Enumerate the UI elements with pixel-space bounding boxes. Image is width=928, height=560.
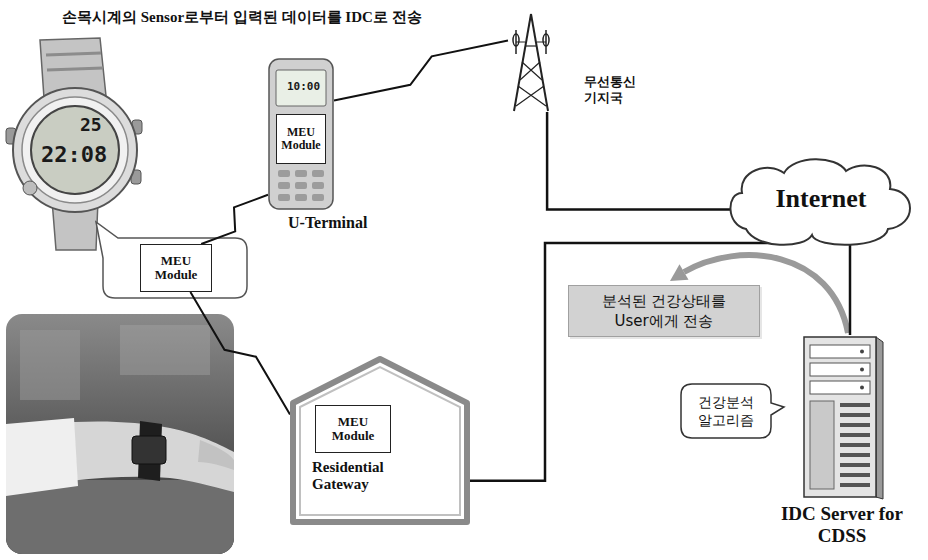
internet-cloud: Internet bbox=[730, 155, 912, 243]
base-station: 무선통신 기지국 bbox=[508, 10, 554, 112]
node-text: U-Terminal bbox=[288, 214, 367, 232]
radio-tower bbox=[537, 42, 546, 43]
watch-time: 22:08 bbox=[41, 142, 107, 167]
module-box: MEU Module bbox=[140, 244, 212, 292]
module-box: MEU Module bbox=[276, 114, 326, 164]
server-illustration bbox=[840, 453, 870, 457]
node-text: 무선통신 기지국 bbox=[584, 74, 641, 105]
phone-illustration bbox=[295, 170, 307, 177]
server-illustration bbox=[804, 337, 876, 497]
server-illustration bbox=[840, 423, 870, 427]
house-outline bbox=[300, 367, 460, 515]
watch-date: 25 bbox=[80, 114, 102, 135]
wireless-link bbox=[201, 195, 268, 244]
phone-illustration bbox=[278, 194, 290, 201]
server-illustration bbox=[840, 483, 870, 487]
speech-bubble bbox=[680, 383, 772, 439]
phone-illustration bbox=[276, 70, 326, 106]
server-illustration bbox=[800, 335, 884, 500]
residence-house: Residential Gateway MEU Module bbox=[290, 355, 470, 525]
idc-server: IDC Server for CDSS bbox=[800, 335, 884, 500]
node-text: 분석된 건강상태를 User에게 전송 bbox=[575, 291, 753, 332]
phone-illustration bbox=[278, 170, 290, 177]
radio-tower bbox=[522, 62, 542, 80]
node-text: Residential Gateway bbox=[312, 459, 437, 494]
module-box: MEU Module bbox=[315, 405, 391, 453]
server-illustration bbox=[860, 386, 864, 390]
phone-illustration bbox=[295, 194, 307, 201]
phone-illustration bbox=[295, 182, 307, 189]
radio-tower bbox=[513, 34, 519, 46]
wristwatch bbox=[47, 68, 103, 70]
server-illustration bbox=[840, 403, 870, 407]
server-illustration bbox=[860, 368, 864, 372]
house-outline bbox=[293, 359, 467, 522]
wired-link bbox=[547, 112, 730, 210]
wristwatch bbox=[31, 106, 119, 194]
server-illustration bbox=[840, 433, 870, 437]
server-illustration bbox=[840, 443, 870, 447]
speech-bubble bbox=[681, 384, 784, 438]
server-illustration bbox=[876, 337, 883, 499]
radio-tower bbox=[508, 10, 554, 112]
wrist-photo bbox=[120, 325, 210, 375]
phone-illustration bbox=[312, 170, 324, 177]
server-illustration bbox=[810, 381, 870, 394]
return-arrow bbox=[670, 264, 689, 281]
server-illustration bbox=[840, 463, 870, 467]
wireless-link bbox=[334, 41, 508, 101]
wrist-photo bbox=[6, 314, 234, 554]
phone-illustration bbox=[269, 59, 333, 209]
phone-clock: 10:00 bbox=[287, 80, 320, 93]
server-illustration bbox=[840, 473, 870, 477]
server-illustration bbox=[840, 413, 870, 417]
phone-illustration bbox=[312, 182, 324, 189]
node-text: MEU Module bbox=[143, 254, 209, 283]
wired-link bbox=[849, 243, 852, 335]
node-text: MEU Module bbox=[279, 126, 323, 152]
wrist-photo bbox=[20, 330, 80, 400]
callout-bubble bbox=[96, 222, 247, 298]
radio-tower bbox=[520, 62, 540, 80]
server-illustration bbox=[810, 363, 870, 376]
server-illustration bbox=[810, 345, 870, 358]
radio-tower bbox=[543, 34, 549, 46]
radio-tower bbox=[516, 86, 544, 106]
wristwatch bbox=[13, 88, 137, 212]
wrist-photo bbox=[132, 436, 166, 464]
result-box: 분석된 건강상태를 User에게 전송 bbox=[568, 285, 760, 337]
server-illustration bbox=[860, 350, 864, 354]
radio-tower bbox=[516, 42, 525, 43]
wired-link bbox=[470, 243, 780, 481]
diagram-title: 손목시계의 Sensor로부터 입력된 데이터를 IDC로 전송 bbox=[62, 8, 422, 27]
wristwatch bbox=[22, 97, 128, 203]
node-text: IDC Server for CDSS bbox=[778, 503, 906, 547]
node-text: 건강분석 알고리즘 bbox=[686, 393, 766, 429]
wrist-photo bbox=[6, 418, 78, 496]
wristwatch bbox=[46, 53, 101, 55]
wristwatch bbox=[6, 38, 142, 250]
radio-tower bbox=[525, 45, 537, 46]
phone-illustration bbox=[312, 194, 324, 201]
radio-tower bbox=[518, 86, 546, 106]
wrist-photo bbox=[198, 440, 234, 470]
node-text: Internet bbox=[776, 184, 867, 214]
cloud-outline bbox=[730, 159, 910, 245]
algorithm-bubble: 건강분석 알고리즘 bbox=[680, 383, 772, 439]
phone-illustration bbox=[278, 182, 290, 189]
server-illustration bbox=[810, 401, 834, 489]
wristwatch bbox=[23, 181, 37, 195]
wireless-link bbox=[190, 292, 290, 415]
node-text: MEU Module bbox=[318, 415, 388, 444]
